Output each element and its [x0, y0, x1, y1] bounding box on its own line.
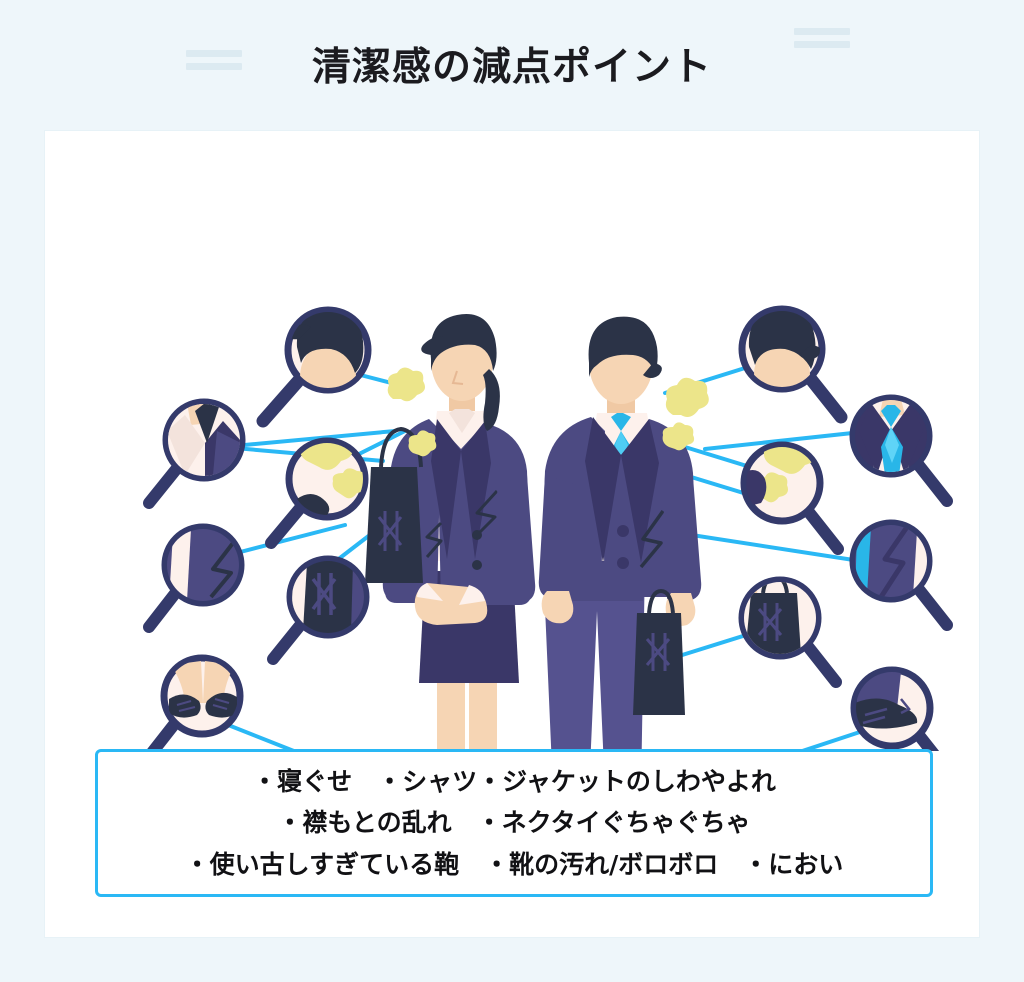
magnifier-bedhead-male	[738, 305, 848, 424]
figure-businesswoman	[365, 314, 536, 751]
magnifier-wrinkle-female	[143, 523, 245, 633]
legend-line-2: ・襟もとの乱れ ・ネクタイぐちゃぐちゃ	[277, 808, 751, 838]
content-card: ・寝ぐせ ・シャツ・ジャケットのしわやよれ ・襟もとの乱れ ・ネクタイぐちゃぐち…	[44, 130, 980, 938]
magnifier-collar-female	[143, 398, 246, 509]
figure-businessman	[538, 316, 709, 751]
page-header: 清潔感の減点ポイント	[0, 0, 1024, 122]
magnifier-necktie-male	[849, 394, 953, 507]
magnifier-odor-female	[265, 437, 369, 549]
illustration-area	[45, 131, 981, 751]
magnifier-bag-male	[738, 576, 842, 688]
magnifier-bag-female	[267, 555, 370, 665]
magnifier-shoes-male	[850, 666, 940, 751]
page-title: 清潔感の減点ポイント	[311, 45, 712, 90]
magnifier-wrinkle-male	[849, 519, 953, 631]
magnifier-odor-male	[740, 441, 844, 555]
legend-line-1: ・寝ぐせ ・シャツ・ジャケットのしわやよれ	[252, 766, 776, 796]
decoration-right	[794, 28, 850, 48]
magnifier-shoes-female	[145, 654, 244, 751]
legend-box: ・寝ぐせ ・シャツ・ジャケットのしわやよれ ・襟もとの乱れ ・ネクタイぐちゃぐち…	[95, 749, 933, 897]
decoration-left	[186, 50, 242, 70]
magnifier-bedhead-female	[256, 306, 372, 428]
legend-line-3: ・使い古しすぎている鞄 ・靴の汚れ/ボロボロ ・におい	[184, 849, 844, 879]
